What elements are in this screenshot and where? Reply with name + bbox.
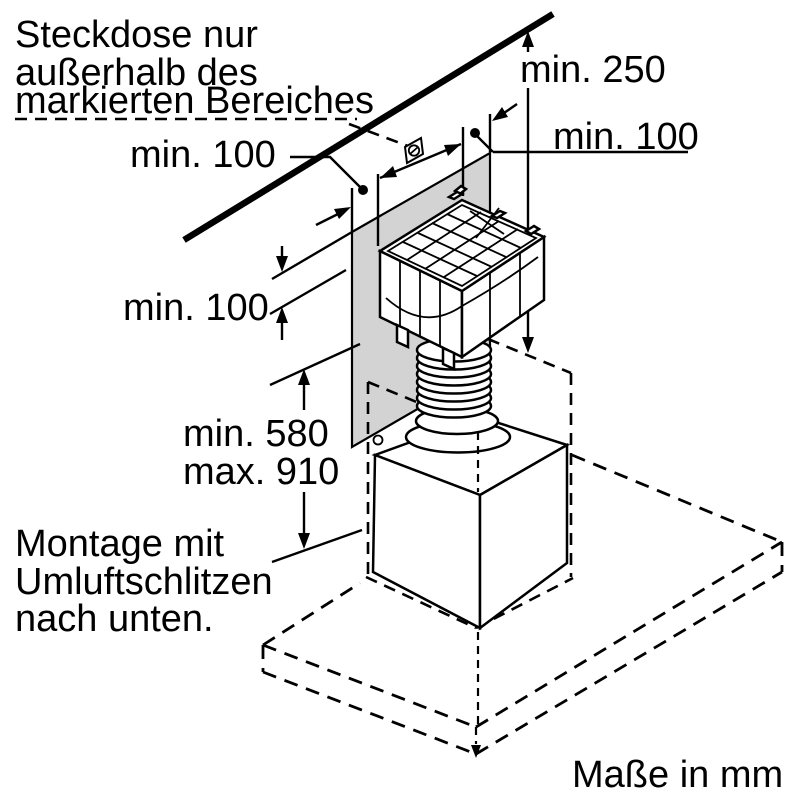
mounting-note-line2: Umluftschlitzen — [15, 561, 273, 603]
recirculation-filter-module — [377, 184, 547, 371]
wall-anchor-detail — [372, 434, 384, 446]
units-note: Maße in mm — [572, 754, 783, 796]
height-dimension — [269, 342, 363, 564]
dim-right-clearance: min. 100 — [553, 116, 699, 158]
socket-note-line3: markierten Bereiches — [15, 80, 374, 122]
marked-area-boundary — [15, 117, 409, 148]
power-socket-icon — [403, 136, 425, 165]
socket-note-line1: Steckdose nur — [15, 14, 258, 56]
text-labels: Steckdose nur außerhalb des markierten B… — [15, 14, 783, 796]
module-brackets — [395, 323, 456, 371]
left-clearance-arrows — [315, 103, 518, 227]
dim-ceiling-clearance: min. 250 — [520, 49, 666, 91]
clearance-extension-lines — [350, 114, 492, 246]
leader-lines — [290, 128, 688, 195]
dim-height-max: max. 910 — [183, 451, 339, 493]
countertop-dashed — [261, 453, 784, 758]
dim-left-clearance: min. 100 — [130, 134, 276, 176]
mounting-note-line1: Montage mit — [15, 523, 225, 565]
chimney-duct-cover — [371, 415, 571, 631]
socket-note-line2: außerhalb des — [15, 52, 258, 94]
dim-top-edge-clearance: min. 100 — [123, 287, 269, 329]
module-top-clearance — [269, 230, 353, 340]
ceiling-line — [182, 11, 555, 243]
mounting-note-line3: nach unten. — [15, 598, 214, 640]
module-side-slats — [385, 253, 539, 347]
hood-outline-dashed — [365, 337, 574, 630]
module-clips — [446, 184, 542, 236]
dim-height-min: min. 580 — [183, 413, 329, 455]
